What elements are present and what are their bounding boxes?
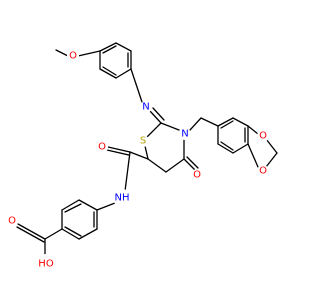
bond xyxy=(189,117,202,131)
bond xyxy=(146,122,162,138)
bond xyxy=(232,143,249,154)
svg-text:S: S xyxy=(140,136,146,147)
svg-text:N: N xyxy=(181,129,188,140)
bond xyxy=(17,223,46,240)
svg-text:O: O xyxy=(259,166,267,177)
atom-dioxole-oxygen-top: O xyxy=(257,130,269,142)
bond xyxy=(220,120,234,129)
bond xyxy=(220,141,234,151)
atom-amide-oxygen: O xyxy=(96,141,108,153)
bond xyxy=(44,228,63,240)
bond xyxy=(99,68,117,79)
bond xyxy=(232,117,249,127)
atom-dioxole-oxygen-bottom: O xyxy=(257,165,269,177)
bond xyxy=(115,68,132,79)
bond xyxy=(78,199,98,211)
svg-text:NH: NH xyxy=(115,193,130,204)
bond xyxy=(183,158,196,171)
bond xyxy=(160,122,180,131)
chemical-structure: O N S N O O O O xyxy=(6,42,278,274)
bond xyxy=(115,42,132,52)
bond xyxy=(217,143,234,154)
atom-ring-ketone-oxygen: O xyxy=(191,169,203,181)
bond xyxy=(129,151,149,160)
atom-amide-nh: NH xyxy=(113,189,131,207)
svg-text:HO: HO xyxy=(38,259,54,270)
bond xyxy=(265,138,278,154)
atom-imine-nitrogen: N xyxy=(140,101,152,113)
bond xyxy=(165,158,185,173)
bond xyxy=(61,228,80,240)
bond xyxy=(130,68,143,103)
atom-ring-sulfur: S xyxy=(137,135,149,147)
bond xyxy=(55,49,69,57)
bond xyxy=(77,50,101,57)
bond xyxy=(61,199,80,211)
atom-carboxyl-hydroxyl: HO xyxy=(36,254,56,274)
bond xyxy=(144,145,149,160)
bond xyxy=(107,146,131,153)
atom-carboxyl-oxygen: O xyxy=(6,215,18,227)
bond xyxy=(149,110,162,124)
bond xyxy=(152,107,165,121)
bond xyxy=(186,156,199,169)
atom-methoxy-oxygen: O xyxy=(67,50,79,62)
bond xyxy=(217,117,234,127)
svg-text:O: O xyxy=(193,170,201,181)
bond xyxy=(78,228,98,240)
bond xyxy=(247,143,259,168)
bond xyxy=(124,151,131,192)
bond xyxy=(102,66,117,76)
bond xyxy=(64,203,82,213)
atom-ring-nitrogen: N xyxy=(179,128,191,140)
bond xyxy=(265,152,278,168)
bond xyxy=(16,226,45,243)
atom-label-layer: O N S N O O O O xyxy=(6,50,269,274)
bond xyxy=(99,42,117,52)
svg-text:O: O xyxy=(8,216,16,227)
svg-text:O: O xyxy=(259,131,267,142)
svg-text:O: O xyxy=(98,142,106,153)
bond xyxy=(96,202,116,211)
bond xyxy=(102,45,117,54)
bond-layer xyxy=(16,42,278,257)
svg-text:N: N xyxy=(142,102,149,113)
svg-text:O: O xyxy=(69,51,77,62)
bond xyxy=(200,117,219,127)
bond xyxy=(147,158,167,173)
bond xyxy=(106,149,130,156)
bond xyxy=(247,125,259,135)
bond xyxy=(64,226,82,237)
